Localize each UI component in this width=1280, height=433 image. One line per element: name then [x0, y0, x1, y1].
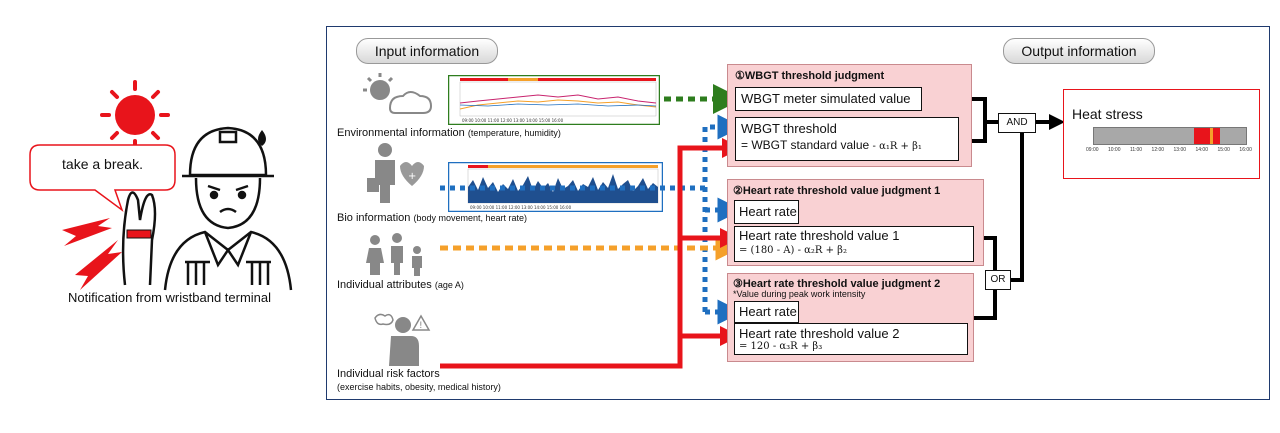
risk-title: Individual risk factors	[337, 368, 440, 380]
bio-detail: (body movement, heart rate)	[413, 213, 527, 223]
environmental-title: Environmental information	[337, 127, 465, 139]
svg-text:+: +	[408, 171, 416, 182]
wbgt-formula-main: = WBGT standard value	[741, 138, 870, 152]
risk-person-icon: !	[374, 313, 431, 366]
heart-rate-judgment-2-title: ③Heart rate threshold value judgment 2	[733, 278, 941, 290]
heat-stress-alert-segment	[1194, 128, 1220, 144]
wbgt-formula-tail: - α₁R + β₁	[872, 141, 922, 152]
weather-icon	[363, 73, 433, 114]
tick-label: 15:00	[1217, 147, 1230, 153]
family-icon	[366, 233, 422, 276]
risk-detail: (exercise habits, obesity, medical histo…	[337, 382, 501, 392]
heart-rate-2-box	[734, 301, 799, 323]
output-information-header: Output information	[1003, 38, 1155, 64]
speech-text: take a break.	[62, 156, 143, 172]
hr-threshold-1-formula: = (180 - A) - α₂R + β₂	[739, 245, 847, 256]
worker-figure	[121, 126, 293, 291]
heat-stress-timeline	[1093, 127, 1247, 145]
environmental-caption: Environmental information (temperature, …	[337, 127, 561, 139]
or-gate: OR	[985, 270, 1011, 290]
tick-label: 14:00	[1195, 147, 1208, 153]
attributes-caption: Individual attributes (age A)	[337, 279, 464, 291]
tick-label: 11:00	[1129, 147, 1143, 153]
heart-rate-2-label: Heart rate	[739, 304, 797, 319]
notification-label: Notification from wristband terminal	[68, 290, 272, 305]
hr-threshold-1-box	[734, 226, 974, 262]
hr-threshold-2-box	[734, 323, 968, 355]
speech-bubble	[29, 144, 176, 213]
bio-chart-thumbnail: 09:00 10:00 11:00 12:00 13:00 14:00 15:0…	[448, 162, 663, 212]
tick-label: 12:00	[1151, 147, 1165, 153]
wbgt-judgment-title: ①WBGT threshold judgment	[735, 70, 885, 82]
input-information-header: Input information	[356, 38, 498, 64]
bio-arrow	[440, 124, 728, 315]
svg-text:!: !	[419, 321, 423, 331]
environmental-chart-thumbnail: 09:00 10:00 11:00 12:00 13:00 14:00 15:0…	[448, 75, 660, 125]
svg-text:09:00 10:00 11:00 12:00: 09:00 10:00 11:00 12:00 13:00 14:00 15:0…	[462, 118, 564, 123]
or-to-and-connector	[1008, 129, 1024, 282]
bio-caption: Bio information (body movement, heart ra…	[337, 212, 527, 224]
heart-rate-1-box	[734, 200, 799, 224]
peak-intensity-note: *Value during peak work intensity	[733, 289, 866, 299]
tick-label: 16:00	[1239, 147, 1252, 153]
input-icons: + !	[363, 73, 433, 366]
wbgt-threshold-formula: = WBGT standard value - α₁R + β₁	[741, 138, 922, 152]
bio-person-icon: +	[367, 143, 424, 203]
attributes-title: Individual attributes	[337, 279, 432, 291]
heat-stress-alert-gap	[1210, 128, 1213, 144]
heart-rate-judgment-1-title: ②Heart rate threshold value judgment 1	[733, 185, 941, 197]
hr-threshold-2-label: Heart rate threshold value 2	[739, 326, 900, 341]
heat-stress-title: Heat stress	[1072, 106, 1143, 122]
sweat-drop-icon	[258, 130, 266, 146]
bio-title: Bio information	[337, 212, 411, 224]
wbgt-threshold-label: WBGT threshold	[741, 121, 837, 136]
wbgt-meter-label: WBGT meter simulated value	[741, 91, 911, 106]
heart-rate-1-label: Heart rate	[739, 204, 797, 219]
wbgt-threshold-box	[735, 117, 959, 161]
environmental-detail: (temperature, humidity)	[467, 128, 561, 138]
alert-lightning-icon	[62, 218, 122, 290]
svg-text:09:00 10:00 11:00 12:: 09:00 10:00 11:00 12:00 13:00 14:00 15:0…	[470, 205, 572, 210]
hr-threshold-2-formula: = 120 - α₃R + β₃	[739, 341, 823, 352]
sun-icon	[100, 80, 170, 150]
hr-threshold-1-label: Heart rate threshold value 1	[739, 228, 900, 243]
and-gate: AND	[998, 113, 1036, 133]
risk-arrow	[440, 145, 730, 369]
diagram-frame	[326, 26, 1270, 400]
tick-label: 09:00	[1086, 147, 1099, 153]
risk-caption: Individual risk factors	[337, 368, 440, 380]
heat-stress-ticks: 09:00 10:00 11:00 12:00 13:00 14:00 15:0…	[1086, 147, 1252, 153]
tick-label: 10:00	[1107, 147, 1121, 153]
tick-label: 13:00	[1173, 147, 1187, 153]
attributes-detail: (age A)	[434, 280, 464, 290]
wbgt-meter-box	[735, 87, 922, 111]
